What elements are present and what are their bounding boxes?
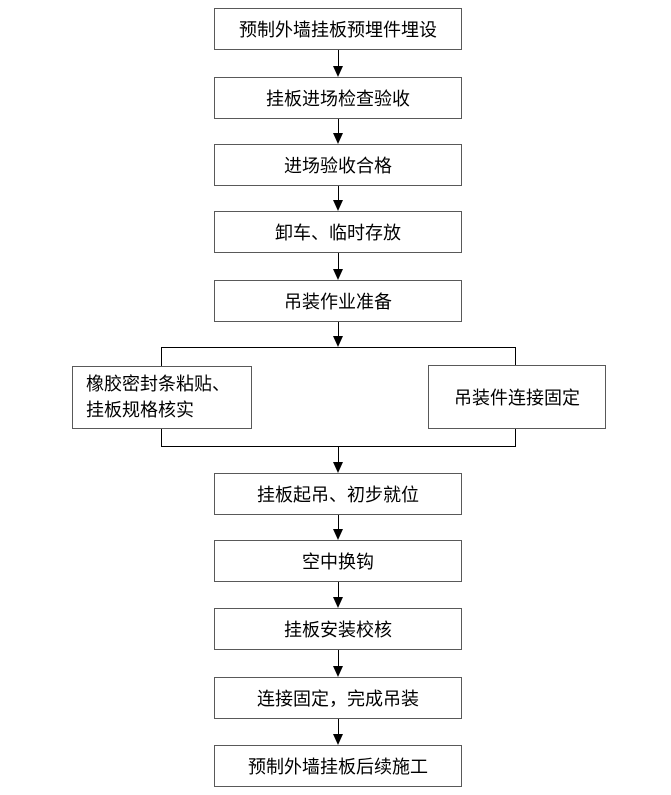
node-unload-storage: 卸车、临时存放 bbox=[214, 211, 462, 253]
node-label-line2: 挂板规格核实 bbox=[86, 399, 194, 421]
arrow-head-icon bbox=[333, 734, 343, 745]
node-midair-hook-change: 空中换钩 bbox=[214, 540, 462, 582]
arrow-head-icon bbox=[333, 200, 343, 211]
node-label: 进场验收合格 bbox=[284, 156, 392, 177]
down-arrow-9 bbox=[333, 650, 344, 677]
arrow-shaft bbox=[338, 650, 339, 668]
arrow-shaft bbox=[338, 447, 339, 464]
down-arrow-8 bbox=[333, 582, 344, 608]
down-arrow-5 bbox=[333, 322, 344, 347]
down-arrow-4 bbox=[333, 253, 344, 280]
down-arrow-3 bbox=[333, 186, 344, 211]
down-arrow-1 bbox=[333, 50, 344, 77]
arrow-head-icon bbox=[333, 336, 343, 347]
down-arrow-10 bbox=[333, 719, 344, 745]
arrow-shaft bbox=[338, 186, 339, 202]
arrow-shaft bbox=[338, 50, 339, 68]
node-hoisting-prep: 吊装作业准备 bbox=[214, 280, 462, 322]
node-label: 卸车、临时存放 bbox=[275, 223, 401, 244]
arrow-head-icon bbox=[333, 529, 343, 540]
arrow-head-icon bbox=[333, 597, 343, 608]
node-label: 挂板安装校核 bbox=[284, 620, 392, 641]
node-follow-up-construction: 预制外墙挂板后续施工 bbox=[214, 745, 462, 787]
arrow-head-icon bbox=[333, 66, 343, 77]
node-label: 空中换钩 bbox=[302, 552, 374, 573]
node-label: 挂板进场检查验收 bbox=[266, 89, 410, 110]
arrow-shaft bbox=[338, 119, 339, 135]
node-acceptance-passed: 进场验收合格 bbox=[214, 144, 462, 186]
arrow-head-icon bbox=[333, 133, 343, 144]
node-rigging-fix: 吊装件连接固定 bbox=[428, 365, 606, 429]
down-arrow-7 bbox=[333, 515, 344, 540]
node-label: 吊装作业准备 bbox=[284, 292, 392, 313]
node-entry-inspection: 挂板进场检查验收 bbox=[214, 77, 462, 119]
arrow-shaft bbox=[338, 582, 339, 599]
node-label: 吊装件连接固定 bbox=[454, 388, 580, 409]
node-label-line1: 橡胶密封条粘贴、 bbox=[86, 373, 230, 395]
node-fix-complete-hoisting: 连接固定，完成吊装 bbox=[214, 677, 462, 719]
node-seal-strip-check: 橡胶密封条粘贴、 挂板规格核实 bbox=[72, 366, 252, 429]
arrow-head-icon bbox=[333, 269, 343, 280]
node-embed-parts: 预制外墙挂板预埋件埋设 bbox=[214, 8, 462, 50]
arrow-shaft bbox=[338, 253, 339, 271]
node-label: 连接固定，完成吊装 bbox=[257, 689, 419, 710]
node-label: 预制外墙挂板后续施工 bbox=[248, 757, 428, 778]
node-lift-initial-position: 挂板起吊、初步就位 bbox=[214, 473, 462, 515]
node-label: 挂板起吊、初步就位 bbox=[257, 485, 419, 506]
down-arrow-6 bbox=[333, 447, 344, 473]
arrow-head-icon bbox=[333, 462, 343, 473]
arrow-shaft bbox=[338, 322, 339, 338]
arrow-head-icon bbox=[333, 666, 343, 677]
node-installation-check: 挂板安装校核 bbox=[214, 608, 462, 650]
arrow-shaft bbox=[338, 719, 339, 736]
node-label: 预制外墙挂板预埋件埋设 bbox=[239, 20, 437, 41]
arrow-shaft bbox=[338, 515, 339, 531]
down-arrow-2 bbox=[333, 119, 344, 144]
